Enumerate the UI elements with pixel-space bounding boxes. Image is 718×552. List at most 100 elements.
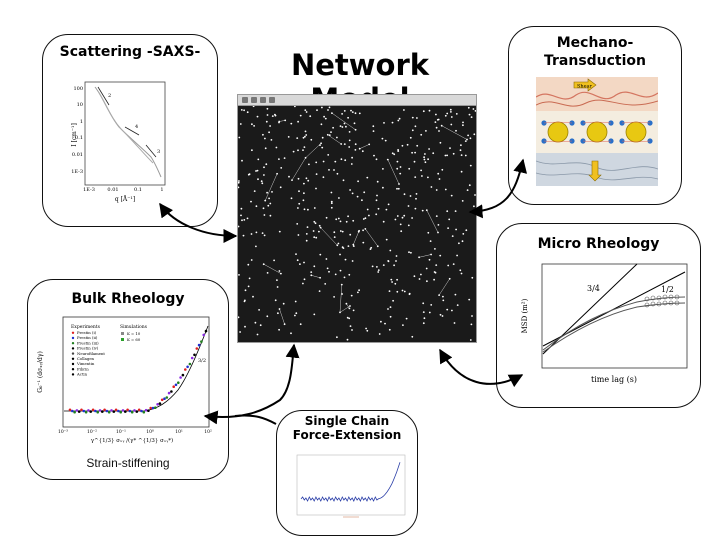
network-node [390,278,393,281]
network-node [322,176,325,179]
network-node [348,273,351,276]
network-node [304,135,306,138]
network-node [334,160,337,163]
network-node [315,187,317,190]
saxs-slope-line [145,144,157,158]
network-node [460,144,462,147]
network-simulation-window[interactable] [237,94,477,343]
bulk-data-point [188,362,192,366]
toolbar-button[interactable] [242,97,248,103]
network-node [261,182,264,185]
network-node [290,197,293,200]
network-node [271,115,274,117]
saxs-xlabel: q [Å⁻¹] [115,195,135,203]
network-node [392,299,394,302]
bulk-xtick: 10⁻² [87,429,97,435]
network-node [441,168,444,171]
network-node [305,233,308,235]
network-node [319,253,322,256]
network-node [430,186,433,188]
network-node [321,106,323,109]
network-node [364,217,367,220]
network-node [278,230,281,233]
network-node [456,254,458,257]
network-node [321,146,324,149]
network-node [346,316,349,319]
network-node [241,219,243,222]
saxs-xtick: 0.1 [134,187,142,193]
network-node [398,117,401,120]
network-node [376,245,379,248]
network-node [318,290,321,292]
network-node [364,228,367,230]
network-node [261,232,264,234]
network-node [401,289,404,292]
network-node [292,150,295,153]
bulk-data-point [149,406,152,410]
network-node [473,205,475,208]
network-node [411,335,414,338]
saxs-plot: I [cm⁻¹] q [Å⁻¹] 100 10 1 0.1 0.01 1E-3 … [71,81,166,203]
network-node [352,219,355,222]
network-node [257,158,260,161]
network-node [336,244,339,247]
network-node [459,269,462,272]
legend-marker [71,352,75,355]
network-node [336,336,338,339]
network-node [460,170,463,173]
network-node [354,128,357,131]
network-node [396,160,399,163]
bulk-caption: Strain-stiffening [86,456,170,470]
network-node [263,174,265,176]
network-node [432,152,435,155]
network-node [328,106,331,109]
network-node [461,200,464,202]
bulk-data-point [170,390,173,393]
bulk-data-point [117,409,120,413]
network-node [305,111,308,113]
toolbar-button[interactable] [260,97,266,103]
network-node [287,136,290,138]
network-node [238,186,240,189]
network-node [264,199,267,202]
network-node [295,312,298,315]
saxs-xtick: 0.01 [107,187,118,193]
mechano-panel: Mechano- Transduction Shear [508,26,682,205]
network-node [362,229,364,232]
network-node [415,193,418,195]
network-node [273,259,275,262]
network-node [241,159,243,162]
network-node [435,113,437,116]
network-node [262,263,265,266]
network-node [451,309,453,312]
toolbar-button[interactable] [269,97,275,103]
bulk-data-point [126,408,129,412]
toolbar-button[interactable] [251,97,257,103]
network-node [425,267,428,270]
network-node [255,170,257,172]
network-node [339,230,342,232]
network-node [385,238,388,241]
network-node [421,175,423,177]
network-node [382,168,384,170]
micro-slope-label: 3/4 [587,284,600,293]
network-node [297,149,299,152]
network-node [466,138,468,141]
network-node [427,158,429,161]
network-node [468,184,471,187]
network-node [319,226,322,229]
bulk-data-point [82,409,86,413]
network-node [428,311,431,314]
network-node [302,199,305,202]
network-node [330,202,333,205]
network-node [350,163,353,165]
network-node [238,274,240,276]
network-node [415,197,417,200]
legend-sim-item: K = 60 [127,337,141,342]
bulk-xtick: 10¹ [175,429,183,435]
network-node [397,119,400,122]
network-node [372,130,375,132]
network-node [246,217,249,220]
shear-arrow-icon [573,78,597,92]
network-node [302,282,304,285]
